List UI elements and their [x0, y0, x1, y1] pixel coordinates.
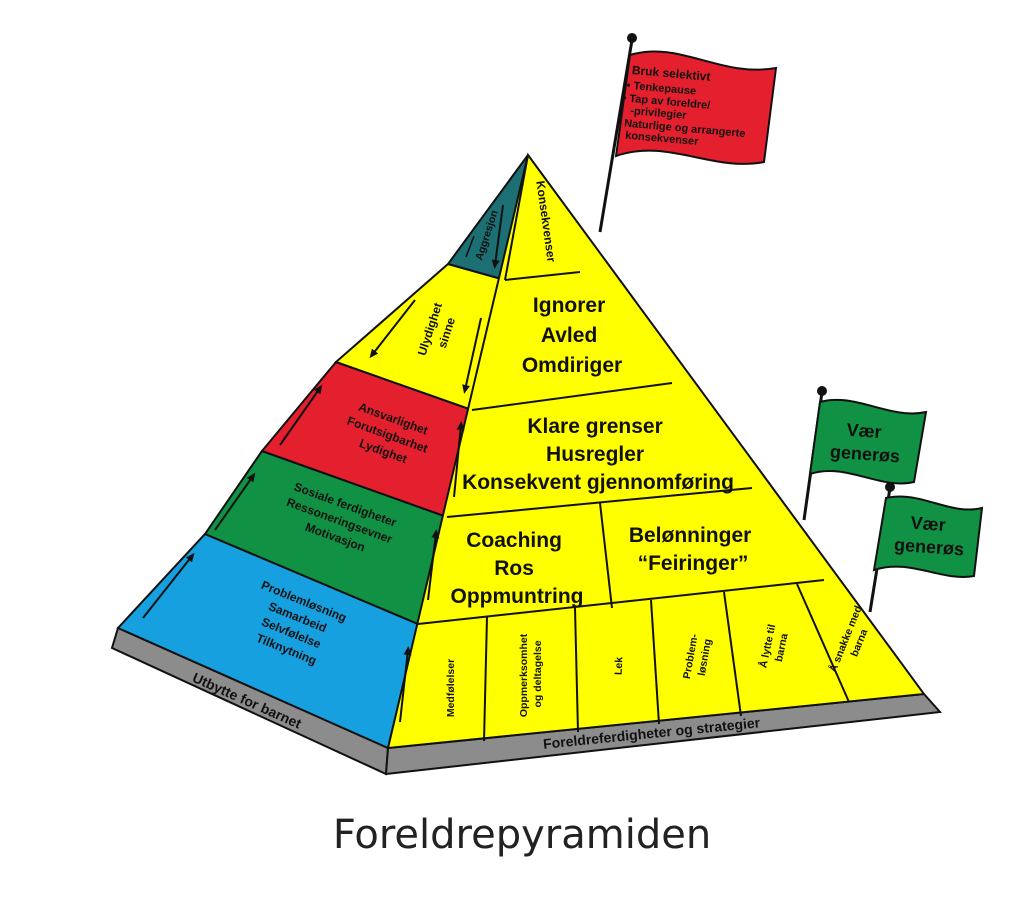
green-flag-2 [872, 495, 984, 578]
arrow-down-icon [462, 317, 482, 394]
red-flag [614, 50, 778, 165]
arrow-down-icon [465, 235, 475, 258]
bottom-cell-lek: Lek [613, 657, 626, 676]
green-flag-1-knob [817, 386, 827, 396]
arrow-down-icon [491, 204, 504, 269]
arrow-up-icon [279, 384, 323, 446]
divider-col-2 [574, 607, 579, 733]
arrow-up-icon [399, 646, 412, 723]
green-flag-2-text: Vær generøs [893, 512, 966, 560]
belonninger-text: Belønninger “Feiringer” [629, 524, 757, 575]
page-title: Foreldrepyramiden [333, 812, 711, 858]
arrow-up-icon [142, 552, 195, 619]
coaching-text: Coaching Ros Oppmuntring [451, 529, 584, 608]
divider-grenser [471, 382, 673, 411]
red-flag-pole-knob [627, 33, 637, 43]
arrow-up-icon [453, 421, 465, 498]
divider-coaching [446, 487, 753, 518]
divider-col-4 [723, 591, 742, 717]
ignorer-text: Ignorer Avled Omdiriger [522, 294, 622, 377]
divider-col-3 [650, 599, 660, 725]
divider-apex [504, 154, 529, 281]
green-flag-2-knob [885, 482, 895, 492]
divider-col-5 [796, 583, 850, 703]
arrow-up-icon [427, 529, 440, 601]
arrow-down-icon [369, 299, 416, 359]
divider-col-1 [483, 616, 488, 742]
divider-bottom-row [417, 579, 825, 625]
grenser-text: Klare grenser Husregler Konsekvent gjenn… [462, 415, 734, 494]
bottom-cell-medfolelser: Medfølelser [445, 659, 457, 717]
green-flag-1-text: Vær generøs [829, 419, 902, 467]
bottom-cell-oppmerksomhet: Oppmerksomhet og deltagelse [518, 631, 544, 717]
divider-ignorer [504, 271, 581, 281]
divider-coaching-belonninger [599, 502, 613, 609]
green-flag-1 [808, 398, 928, 485]
arrow-up-icon [214, 472, 256, 531]
